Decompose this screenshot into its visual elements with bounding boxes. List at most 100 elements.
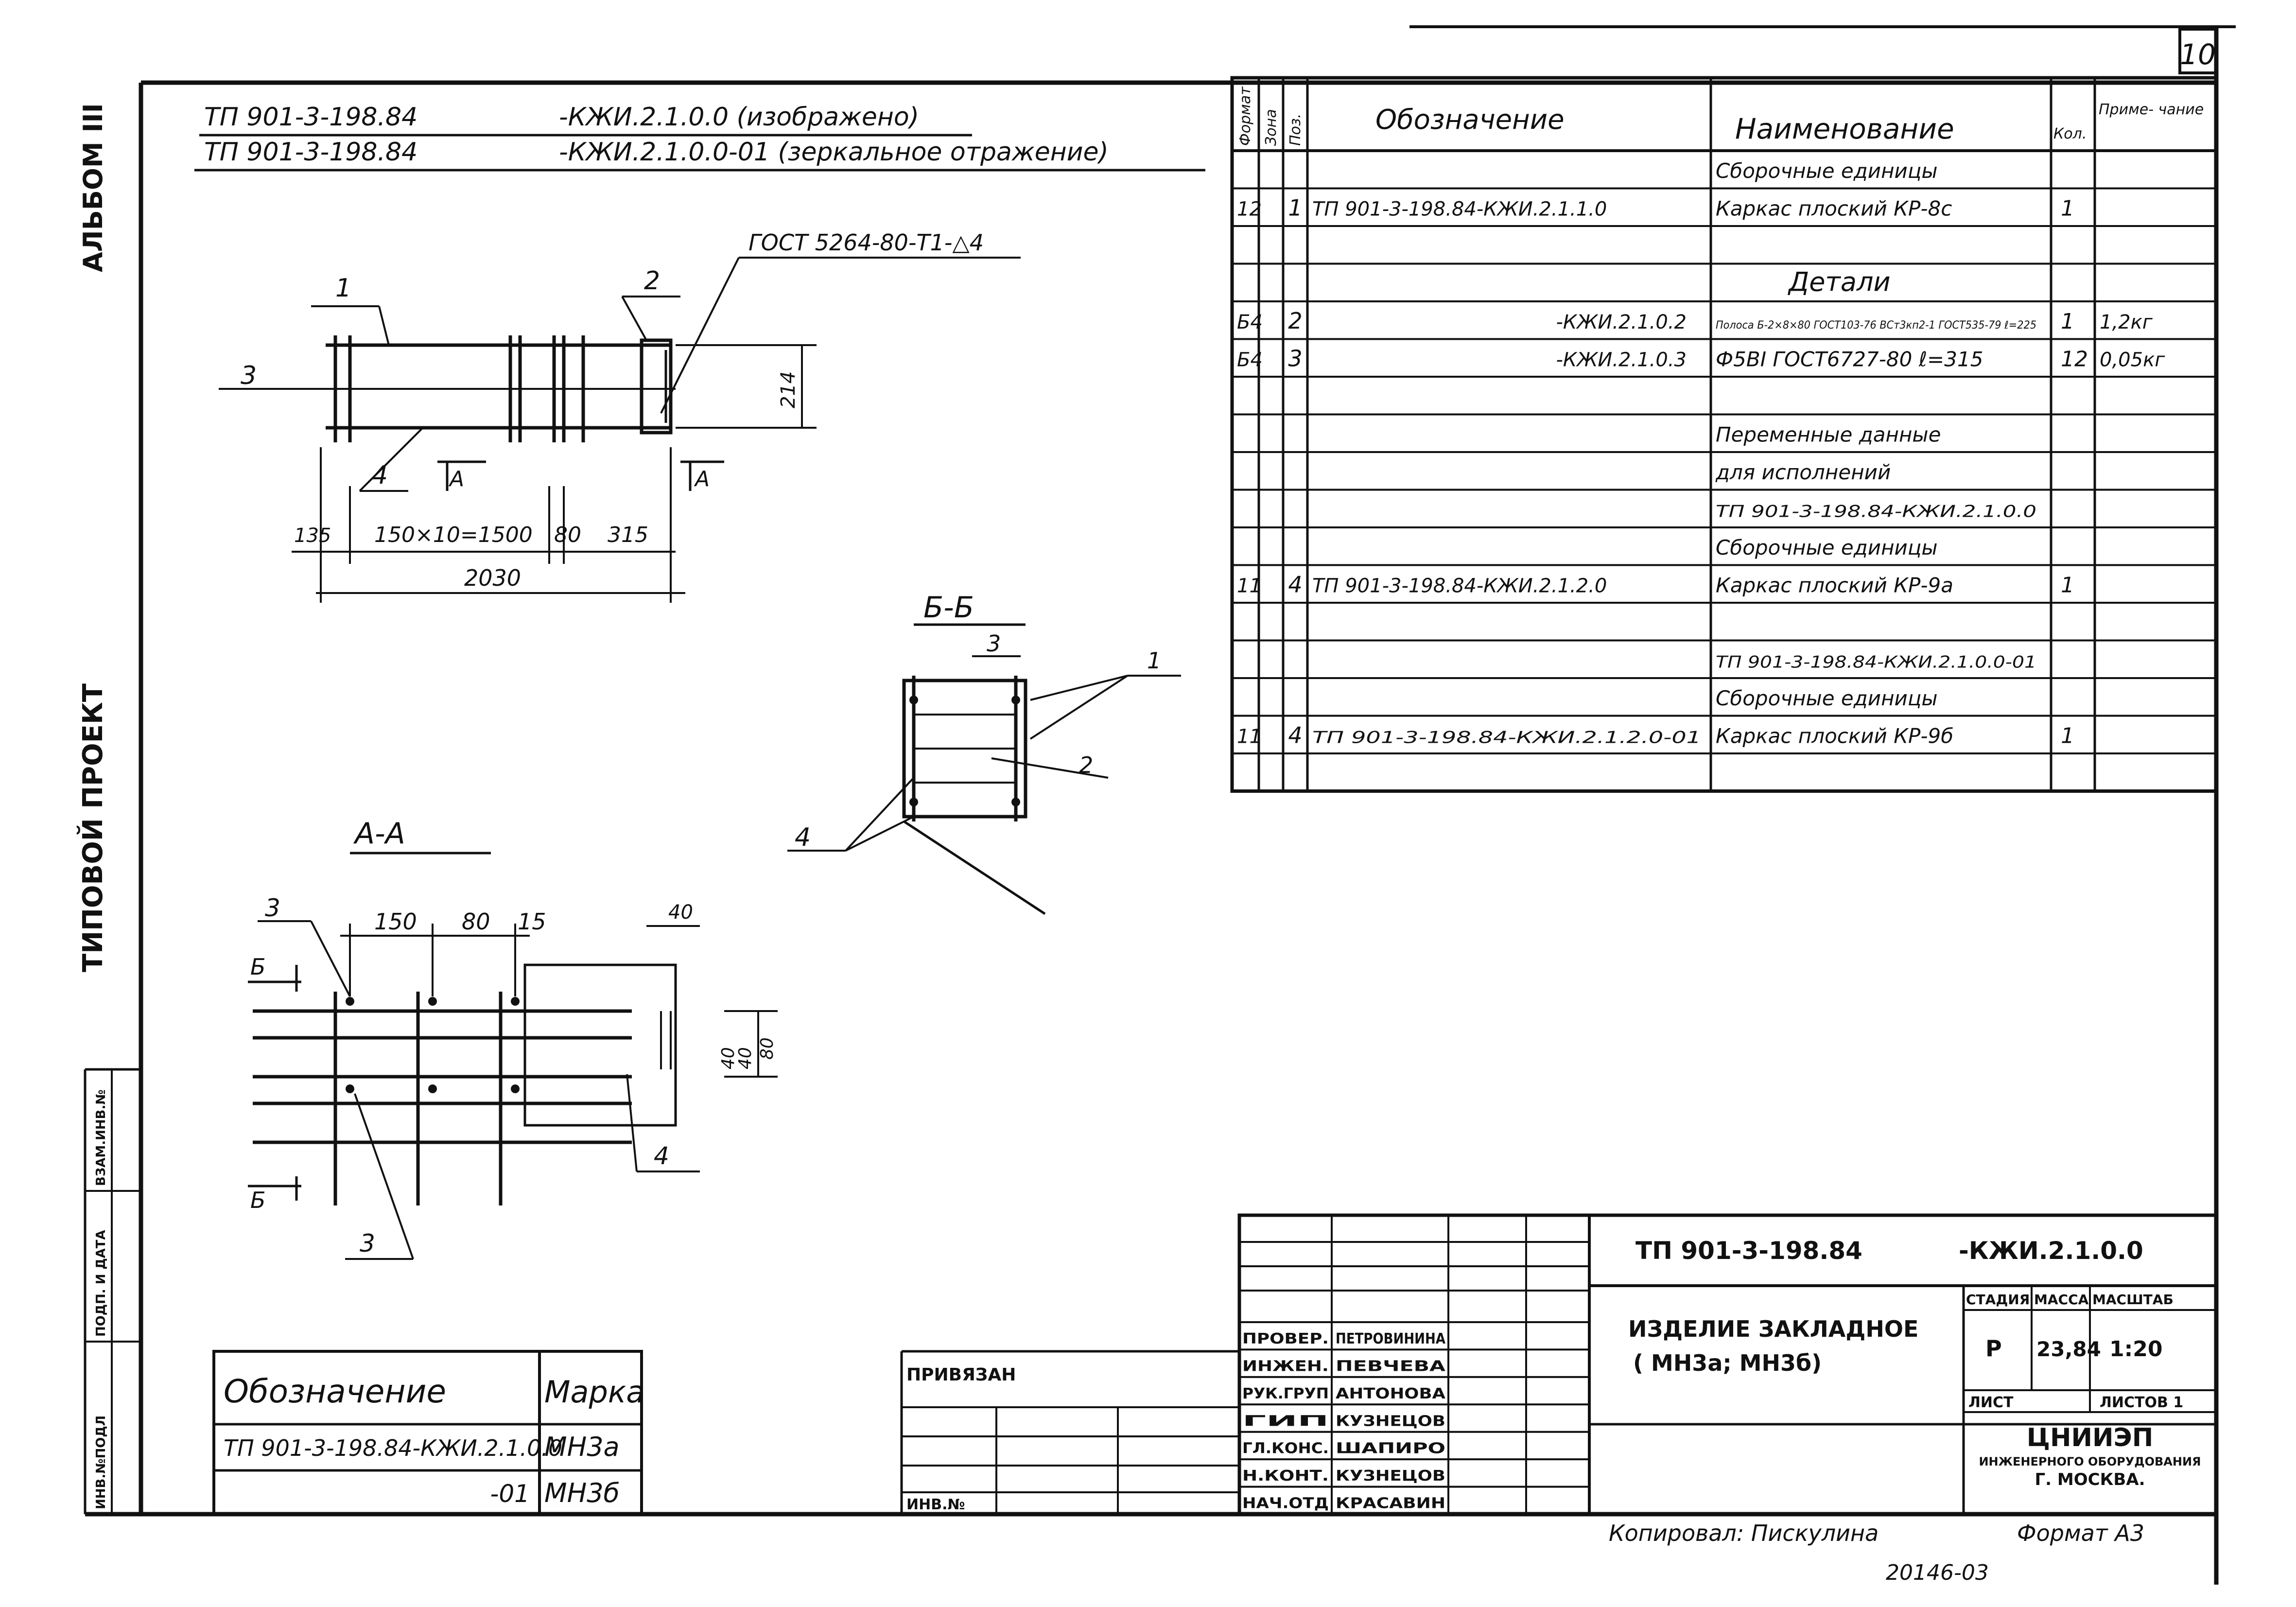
bb-callout-1: 1 [1147,647,1161,674]
project-label: ТИПОВОЙ ПРОЕКТ [77,683,109,972]
staff-name: ПЕВЧЕВА [1336,1358,1446,1375]
aa-dim-40-top: 40 [668,901,693,924]
aa-callout-3-top: 3 [265,894,280,922]
title-doc: -КЖИ.2.1.0.0 [1959,1237,2143,1265]
title-code: ТП 901-3-198.84 [1635,1237,1862,1265]
spec-row-6-pos: 3 [1288,345,1302,371]
callout-1: 1 [335,274,351,303]
callout-3: 3 [241,361,257,390]
spec-row-5-designation: -КЖИ.2.1.0.2 [1556,311,1687,333]
aa-dim-15: 15 [518,908,546,935]
spec-row-2-format: 12 [1237,198,1262,220]
aa-section-b-top: Б [250,954,266,980]
aa-callout-3-bottom: 3 [360,1229,375,1258]
binding-block: ПРИВЯЗАН ИНВ.№ [900,1350,1239,1514]
dim-135: 135 [294,524,331,547]
spec-row-5-format: Б4 [1237,311,1263,333]
spec-row-5-qty: 1 [2061,309,2074,334]
bb-callout-2: 2 [1079,752,1093,778]
spec-row-12-pos: 4 [1288,571,1302,597]
staff-rows: ПРОВЕР. ПЕТРОВИНИНА ИНЖЕН. ПЕВЧЕВА РУК.ГРУП А… [1239,1330,1589,1512]
spec-row-16-name: Каркас плоский КР-9б [1716,724,1953,748]
section-bb: Б-Б 3 1 2 4 [787,591,1181,915]
header-suffix-2: -КЖИ.2.1.0.0-01 (зеркальное отражение) [559,138,1109,167]
aa-dim-40-a: 40 [718,1047,738,1069]
spec-row-6-format: Б4 [1237,349,1263,371]
scale-value: 1:20 [2109,1337,2162,1362]
spec-row-2-designation: ТП 901-3-198.84-КЖИ.2.1.1.0 [1312,198,1607,220]
header-lines: ТП 901-3-198.84 -КЖИ.2.1.0.0 (изображено… [194,103,1205,172]
aa-section-b-bottom: Б [250,1187,266,1213]
title-line-1: ИЗДЕЛИЕ ЗАКЛАДНОЕ [1628,1316,1918,1342]
spec-row-2-name: Каркас плоский КР-8с [1716,196,1952,220]
aa-dim-150: 150 [374,908,417,935]
bb-callout-3: 3 [987,630,1001,657]
spec-row-11-name: Сборочные единицы [1716,536,1938,559]
spec-row-5-note: 1,2кг [2100,311,2153,333]
aa-dim-80: 80 [462,908,490,935]
callout-4: 4 [372,461,388,490]
staff-role: РУК.ГРУП [1242,1385,1329,1402]
album-label: АЛЬБОМ III [78,103,108,272]
staff-role: ИНЖЕН. [1242,1358,1329,1375]
marks-header-mark: Марка [544,1374,644,1410]
spec-row-10-name: ТП 901-3-198.84-КЖИ.2.1.0.0 [1716,502,2036,521]
spec-row-1-name: Сборочные единицы [1716,159,1938,183]
stage-label: СТАДИЯ [1966,1292,2030,1308]
spec-header-zone: Зона [1263,109,1280,146]
staff-role: ГИП [1242,1413,1329,1430]
spec-header-note: Приме- чание [2099,101,2204,118]
spec-row-15-name: Сборочные единицы [1716,686,1938,710]
aa-callout-4: 4 [654,1142,669,1170]
section-mark-a-left: А [448,467,464,491]
sheet-label: ЛИСТ [1968,1394,2014,1411]
staff-name: АНТОНОВА [1336,1385,1446,1402]
height-dimension: 214 [777,371,800,408]
dim-80: 80 [554,523,581,547]
spec-header-name: Наименование [1735,112,1954,145]
mass-value: 23,84 [2036,1337,2101,1361]
inv-original-label: ИНВ.№ПОДЛ [94,1415,108,1509]
sheets-label: ЛИСТОВ 1 [2100,1394,2183,1411]
dim-315: 315 [608,523,648,547]
spec-row-6-name: Ф5ВI ГОСТ6727-80 ℓ=315 [1716,347,1983,371]
binding-inv: ИНВ.№ [906,1496,965,1513]
marks-table: Обозначение Марка ТП 901-3-198.84-КЖИ.2.… [212,1350,644,1516]
callout-2: 2 [644,266,660,296]
stage-value: Р [1985,1335,2002,1362]
org-city: Г. МОСКВА. [2035,1470,2145,1489]
spec-row-12-format: 11 [1237,575,1262,597]
org-subtitle: ИНЖЕНЕРНОГО ОБОРУДОВАНИЯ [1979,1455,2201,1468]
spec-row-5-name: Полоса Б-2×8×80 ГОСТ103-76 ВСт3кп2-1 ГОС… [1716,319,2036,332]
staff-name: ШАПИРО [1336,1440,1445,1457]
dim-150x10: 150×10=1500 [374,523,533,547]
marks-row-1-designation: ТП 901-3-198.84-КЖИ.2.1.0.0 [224,1435,562,1461]
total-dimension: 2030 [464,565,521,591]
header-code-1: ТП 901-3-198.84 [204,103,417,132]
section-bb-title: Б-Б [923,591,974,625]
spec-row-16-qty: 1 [2061,723,2074,748]
title-line-2: ( МН3а; МН3б) [1633,1350,1822,1376]
spec-header-designation: Обозначение [1375,104,1565,136]
spec-row-9-name: для исполнений [1715,460,1891,484]
staff-role: ПРОВЕР. [1242,1330,1329,1347]
staff-role: ГЛ.КОНС. [1242,1440,1329,1457]
spec-row-12-qty: 1 [2061,573,2074,597]
staff-name: КУЗНЕЦОВ [1336,1467,1445,1485]
org-name: ЦНИИЭП [2027,1423,2153,1452]
page-number: 10 [2180,38,2216,71]
spec-header-pos: Поз. [1287,114,1304,146]
staff-name: ПЕТРОВИНИНА [1336,1330,1446,1347]
staff-name: КРАСАВИН [1336,1495,1445,1512]
replace-inv-label: ВЗАМ.ИНВ.№ [94,1089,108,1186]
spec-row-12-designation: ТП 901-3-198.84-КЖИ.2.1.2.0 [1312,575,1607,597]
scale-label: МАСШТАБ [2092,1292,2174,1308]
section-aa-title: А-А [353,817,405,851]
marks-row-1-mark: МН3а [544,1432,620,1462]
title-block: ТП 901-3-198.84 -КЖИ.2.1.0.0 ИЗДЕЛИЕ ЗАК… [1237,1213,2218,1516]
binding-label: ПРИВЯЗАН [906,1365,1016,1385]
copied-by: Копировал: Пискулина [1609,1520,1879,1546]
header-suffix-1: -КЖИ.2.1.0.0 (изображено) [559,103,919,132]
aa-dim-40-b: 40 [735,1047,755,1069]
